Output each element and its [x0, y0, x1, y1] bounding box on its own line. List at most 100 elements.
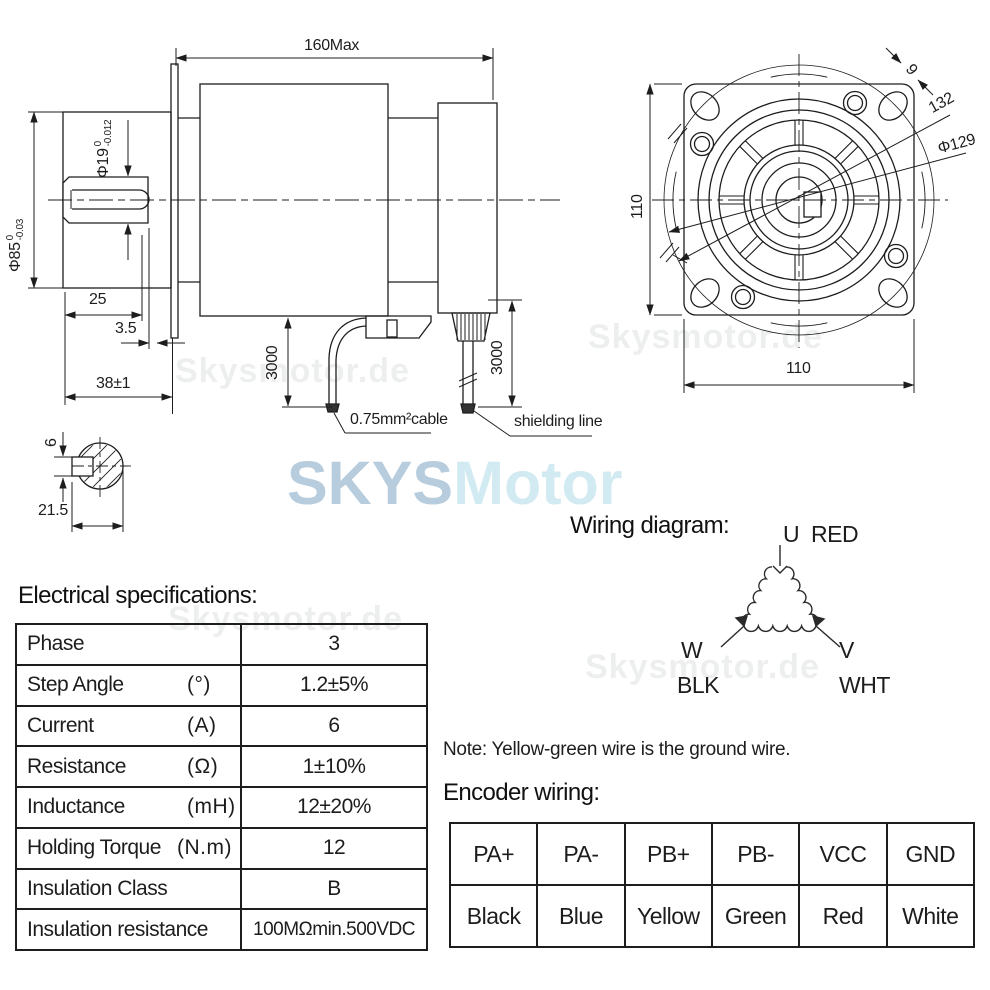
front-cable [328, 317, 367, 404]
coil-right [785, 566, 819, 627]
spec-value: 1±10% [302, 754, 366, 778]
dim-flange-height: 110 [629, 194, 646, 219]
spec-unit: (°) [187, 673, 211, 697]
encoder-wire-color: Green [713, 886, 801, 946]
shaft-section [71, 437, 131, 497]
spec-value: 12±20% [297, 795, 371, 819]
spec-value: 1.2±5% [299, 673, 369, 697]
break-ticks [659, 123, 688, 263]
section-hatch [78, 444, 122, 488]
table-row: Insulation Class B [17, 867, 426, 909]
watermark-ghost: Skysmotor.de [168, 600, 403, 638]
table-row: Phase 3 [17, 625, 426, 664]
terminal-u-color: RED [811, 521, 859, 547]
spec-value: B [327, 876, 341, 900]
encoder-wire-color: Blue [538, 886, 626, 946]
table-row: Insulation resistance 100MΩmin.500VDC [17, 908, 426, 949]
dim-shaft-dia-value: Φ19 [95, 148, 113, 178]
watermark-ghost: Skysmotor.de [175, 352, 410, 390]
through-holes [689, 90, 909, 310]
dim-overall-length: 160Max [304, 37, 360, 54]
wiring-diagram [720, 545, 841, 648]
dim-pilot-dia-value: Φ85 [7, 242, 25, 272]
dim-pilot-tol-lo: -0.03 [15, 219, 26, 241]
ground-wire-note: Note: Yellow-green wire is the ground wi… [443, 739, 791, 760]
v-lead [815, 625, 841, 648]
front-connector [365, 315, 432, 339]
rotor-spokes [719, 120, 879, 280]
encoder-signal: VCC [800, 824, 888, 884]
terminal-w: W [681, 637, 703, 663]
dim-flange-width: 110 [786, 360, 811, 377]
coil-left [741, 566, 773, 627]
table-row: Resistance(Ω)1±10% [17, 745, 426, 786]
spec-value: 100MΩmin.500VDC [253, 918, 415, 940]
spec-unit: (N.m) [177, 836, 232, 860]
spec-label: Phase [27, 632, 85, 656]
label-cable: 0.75mm²cable [350, 411, 448, 428]
wiring-title: Wiring diagram: [570, 512, 730, 539]
dim-key-clearance: 3.5 [115, 320, 137, 337]
table-row: Step Angle(°)1.2±5% [17, 663, 426, 705]
encoder-signal: PA- [538, 824, 626, 884]
section-dimensions [54, 432, 124, 532]
encoder-wire-color: Black [451, 886, 539, 946]
mounting-slots [690, 91, 908, 308]
front-view-dimensions [646, 47, 967, 393]
spec-value: 3 [328, 632, 340, 656]
spec-value: 12 [322, 836, 346, 860]
spec-label: Insulation Class [27, 876, 168, 900]
encoder-title: Encoder wiring: [443, 779, 600, 806]
spec-unit: (mH) [187, 795, 236, 819]
shield-tip [460, 403, 476, 414]
watermark-brand-motor: Motor [453, 449, 623, 517]
dim-front-cable-length: 3000 [264, 345, 281, 380]
section-keyway [71, 456, 94, 477]
dim-shaft-tol-lo: -0.012 [103, 119, 114, 147]
label-shielding-line: shielding line [514, 413, 603, 430]
spec-label: Inductance [27, 795, 125, 819]
dim-front-length: 38±1 [96, 375, 131, 392]
watermark-ghost: Skysmotor.de [585, 648, 820, 686]
watermark-brand-skys: SKYS [287, 449, 454, 517]
table-row: Black Blue Yellow Green Red White [451, 884, 973, 946]
terminal-w-color: BLK [677, 672, 719, 698]
watermark-brand: SKYSMotor [287, 448, 623, 518]
spec-label: Resistance [27, 754, 126, 778]
spec-label: Holding Torque [27, 836, 161, 860]
cable-gland [451, 312, 491, 342]
mounting-flange [170, 63, 179, 339]
side-view-dimensions [28, 48, 592, 437]
spec-label: Current [27, 713, 94, 737]
table-row: Inductance (mH) 12±20% [17, 786, 426, 827]
encoder-wire-color: White [902, 902, 959, 929]
spec-label: Insulation resistance [27, 917, 208, 941]
encoder-housing [437, 102, 498, 314]
shaft-keyway [803, 191, 822, 218]
spec-value: 6 [328, 713, 340, 737]
dim-shaft-ext: 25 [89, 291, 107, 308]
terminal-u: U [783, 521, 800, 547]
encoder-wire-color: Yellow [626, 886, 713, 946]
coil-bottom [743, 623, 817, 633]
dim-key-width: 6 [43, 438, 60, 447]
dim-rear-cable-length: 3000 [489, 340, 506, 375]
table-row: PA+ PA- PB+ PB- VCC GND [451, 824, 973, 884]
cable-break-mark [458, 372, 478, 388]
side-view [48, 63, 560, 414]
encoder-signal: PB+ [626, 824, 713, 884]
front-view [652, 54, 948, 348]
encoder-wire-color: Red [800, 886, 888, 946]
spec-unit: (A) [187, 713, 217, 737]
table-row: Holding Torque (N.m) 12 [17, 826, 426, 868]
terminal-v: V [839, 637, 854, 663]
encoder-signal: PA+ [451, 824, 539, 884]
encoder-signal: PB- [713, 824, 801, 884]
front-cable-tip [325, 403, 340, 413]
electrical-title: Electrical specifications: [18, 582, 258, 609]
